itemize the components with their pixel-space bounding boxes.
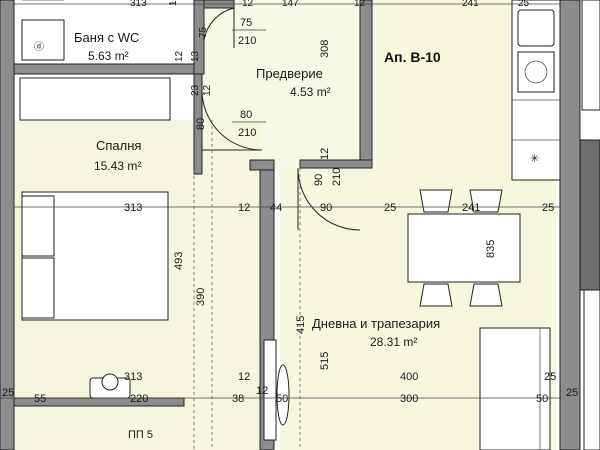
chair-3	[419, 283, 453, 307]
dim-mid-25b: 25	[542, 202, 554, 214]
wall-bedroom-hall	[193, 73, 203, 175]
dim-12c: 12	[319, 148, 331, 160]
dim-bot-38: 38	[232, 393, 244, 405]
dim-hall-h: 308	[319, 40, 331, 58]
dim-13: 13	[190, 50, 201, 62]
dining-table	[407, 213, 521, 283]
bath-name: Баня с WC	[74, 30, 139, 45]
dim-mid-25a: 25	[384, 202, 396, 214]
wall-bath-bottom	[13, 63, 201, 75]
dim-bot-50a: 50	[276, 393, 288, 405]
dim-23: 23	[190, 84, 201, 96]
window-right-2	[583, 289, 600, 450]
dim-liv-515: 515	[319, 352, 331, 370]
hall-name: Предверие	[256, 66, 323, 81]
dim-mid-12: 12	[238, 202, 250, 214]
dim-12b: 12	[202, 84, 213, 96]
dim-bot-12b: 12	[256, 385, 268, 397]
door-bedroom-swing	[201, 89, 263, 151]
door1-h: 210	[238, 35, 256, 47]
plant	[276, 364, 290, 426]
living-name: Дневна и трапезария	[312, 316, 440, 331]
bedroom-lamp	[101, 373, 119, 391]
dim-80: 80	[195, 118, 207, 130]
bath-area: 5.63 m²	[88, 49, 129, 63]
exterior-wall-right	[559, 0, 581, 450]
dim-bed-w: 313	[124, 202, 142, 214]
stove	[517, 51, 555, 93]
dim-mid-44: 44	[270, 202, 282, 214]
door2-h: 210	[238, 127, 256, 139]
wall-hall-right	[359, 0, 373, 169]
door-entry-swing	[297, 167, 361, 231]
dim-bot-400: 400	[400, 371, 418, 383]
living-area: 28.31 m²	[370, 335, 417, 349]
dim-bot-220: 220	[130, 393, 148, 405]
dim-bot-25b: 25	[544, 371, 556, 383]
bath-wc	[21, 19, 65, 61]
dim-top-e: 12	[354, 0, 366, 9]
stove-burner	[524, 60, 548, 84]
dim-top-d: 147	[282, 0, 299, 9]
dim-top-c: 12	[242, 0, 254, 9]
dim-bot-55: 55	[34, 393, 46, 405]
bed-pillow-2	[21, 257, 55, 319]
hall-area: 4.53 m²	[290, 85, 331, 99]
dim-210: 210	[331, 168, 343, 186]
dim-bot-50b: 50	[536, 393, 548, 405]
dim-mid-90: 90	[320, 202, 332, 214]
chair-1	[419, 189, 453, 213]
bedroom-name: Спалня	[96, 138, 141, 153]
dim-12a: 12	[174, 50, 185, 62]
exterior-wall-left	[0, 0, 15, 450]
sink	[517, 9, 555, 47]
wardrobe	[19, 77, 171, 121]
dim-liv-415: 415	[295, 316, 307, 334]
dim-top-b: 18	[168, 0, 179, 6]
dim-75: 75	[198, 26, 209, 38]
dim-top-a: 313	[130, 0, 147, 9]
window-right-1	[581, 0, 600, 111]
dim-bot-300: 300	[400, 393, 418, 405]
chair-4	[469, 283, 503, 307]
dim-top-g: 25	[518, 0, 530, 9]
exterior-wall-right-outer	[579, 139, 600, 291]
living-floor-lower	[280, 168, 380, 450]
pp-label: ПП 5	[128, 429, 153, 441]
dim-bed-493: 493	[173, 252, 185, 270]
chair-2	[469, 189, 503, 213]
dim-bot-25c: 25	[566, 387, 578, 399]
bed-pillow-1	[21, 195, 55, 257]
wall-hall-bottom	[299, 159, 373, 169]
dim-mid-241: 241	[462, 202, 480, 214]
bath-wc-mark: ⓓ	[34, 41, 44, 53]
apartment-label: Ап. В-10	[384, 49, 441, 65]
door1-w: 75	[240, 17, 252, 29]
dim-bot-313: 313	[124, 371, 142, 383]
door2-w: 80	[240, 109, 252, 121]
door-bath-swing	[203, 7, 235, 41]
tv-cabinet	[263, 339, 277, 441]
dim-top-f: 241	[462, 0, 479, 9]
sofa	[479, 327, 551, 450]
fridge-mark: ✳	[530, 153, 539, 165]
wall-hall-left-lower	[249, 159, 275, 171]
dim-table-835: 835	[485, 240, 497, 258]
dim-90a: 90	[313, 174, 325, 186]
bedroom-area: 15.43 m²	[94, 159, 141, 173]
dim-bot-12: 12	[238, 371, 250, 383]
dim-bed-390: 390	[195, 288, 207, 306]
dim-bot-25a: 25	[2, 387, 14, 399]
